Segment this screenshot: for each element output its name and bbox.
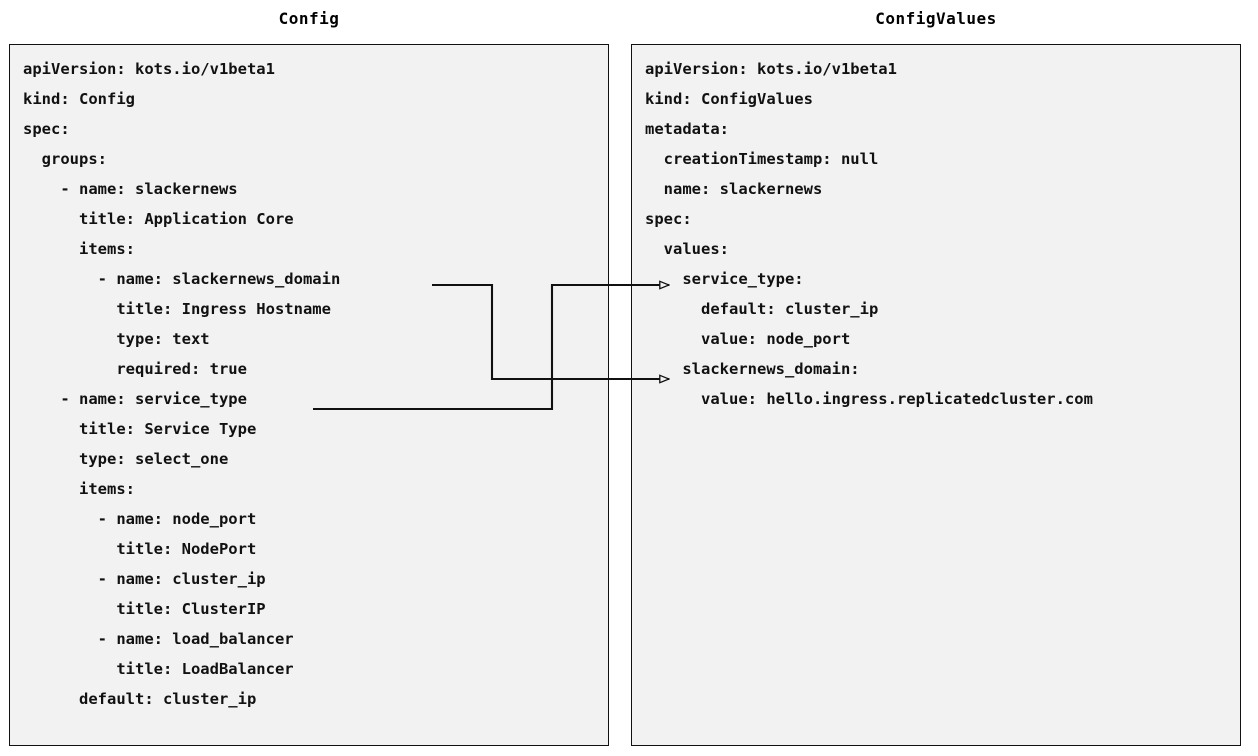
config-yaml-line-5: title: Application Core <box>23 210 294 228</box>
config-yaml-line-0: apiVersion: kots.io/v1beta1 <box>23 60 275 78</box>
configvalues-yaml-line-8: default: cluster_ip <box>645 300 879 318</box>
config-yaml-line-14: items: <box>23 480 135 498</box>
config-yaml-line-20: title: LoadBalancer <box>23 660 294 678</box>
panel-title-configvalues: ConfigValues <box>875 9 997 28</box>
config-yaml-line-4: - name: slackernews <box>23 180 238 198</box>
config-yaml-line-19: - name: load_balancer <box>23 630 294 648</box>
configvalues-yaml-line-2: metadata: <box>645 120 729 138</box>
config-yaml-line-13: type: select_one <box>23 450 229 468</box>
config-yaml-line-2: spec: <box>23 120 70 138</box>
configvalues-yaml-line-6: values: <box>645 240 729 258</box>
configvalues-yaml-line-3: creationTimestamp: null <box>645 150 879 168</box>
config-yaml-line-3: groups: <box>23 150 107 168</box>
configvalues-yaml-code: apiVersion: kots.io/v1beta1 kind: ConfigV… <box>645 54 1236 414</box>
configvalues-yaml-line-9: value: node_port <box>645 330 851 348</box>
config-yaml-line-21: default: cluster_ip <box>23 690 257 708</box>
config-yaml-line-9: type: text <box>23 330 210 348</box>
config-yaml-line-6: items: <box>23 240 135 258</box>
config-yaml-line-1: kind: Config <box>23 90 135 108</box>
configvalues-yaml-line-1: kind: ConfigValues <box>645 90 813 108</box>
config-yaml-line-15: - name: node_port <box>23 510 257 528</box>
config-yaml-line-11: - name: service_type <box>23 390 247 408</box>
configvalues-yaml-line-5: spec: <box>645 210 692 228</box>
config-yaml-line-17: - name: cluster_ip <box>23 570 266 588</box>
config-yaml-line-7: - name: slackernews_domain <box>23 270 341 288</box>
config-yaml-code: apiVersion: kots.io/v1beta1 kind: Config s… <box>23 54 604 714</box>
configvalues-yaml-line-4: name: slackernews <box>645 180 823 198</box>
configvalues-yaml-line-7: service_type: <box>645 270 804 288</box>
panel-title-config: Config <box>278 9 340 28</box>
config-yaml-line-12: title: Service Type <box>23 420 257 438</box>
config-yaml-line-10: required: true <box>23 360 247 378</box>
configvalues-yaml-line-0: apiVersion: kots.io/v1beta1 <box>645 60 897 78</box>
configvalues-yaml-line-11: value: hello.ingress.replicatedcluster.c… <box>645 390 1093 408</box>
configvalues-yaml-panel: apiVersion: kots.io/v1beta1 kind: ConfigV… <box>631 44 1241 746</box>
config-yaml-panel: apiVersion: kots.io/v1beta1 kind: Config s… <box>9 44 609 746</box>
config-yaml-line-18: title: ClusterIP <box>23 600 266 618</box>
config-yaml-line-16: title: NodePort <box>23 540 257 558</box>
config-yaml-line-8: title: Ingress Hostname <box>23 300 331 318</box>
configvalues-yaml-line-10: slackernews_domain: <box>645 360 860 378</box>
